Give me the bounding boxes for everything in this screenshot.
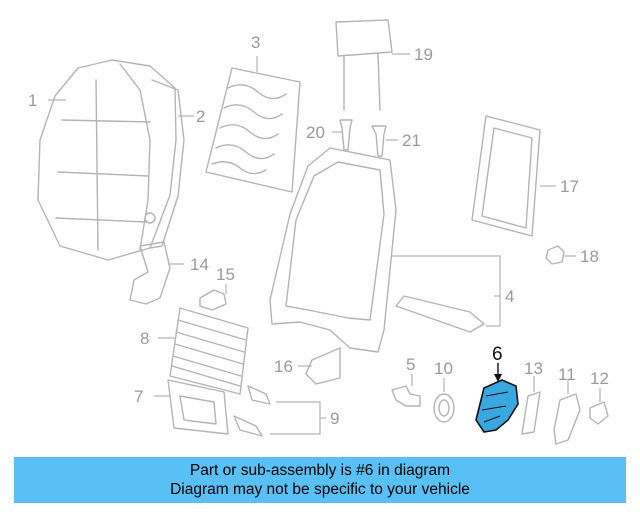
part-21-headrest-guide [371, 125, 398, 157]
banner-line-2: Diagram may not be specific to your vehi… [170, 481, 470, 498]
callout-2: 2 [196, 107, 205, 126]
callout-10: 10 [434, 359, 453, 378]
callout-17: 17 [560, 177, 579, 196]
callout-13: 13 [524, 359, 543, 378]
callout-6: 6 [492, 344, 503, 365]
part-1-seat-back-cushion [37, 59, 177, 261]
banner-line-1: Part or sub-assembly is #6 in diagram [189, 462, 451, 479]
callout-7: 7 [134, 387, 143, 406]
seat-parts-diagram: 1 2 3 4 5 6 7 8 9 10 11 12 13 14 15 16 1… [28, 19, 609, 445]
part-19-headrest [335, 19, 410, 111]
part-17-back-panel [471, 115, 556, 237]
callout-16: 16 [274, 357, 293, 376]
callout-14: 14 [190, 255, 209, 274]
callout-11: 11 [558, 365, 576, 384]
part-9-connectors [233, 385, 326, 437]
part-14-bracket [129, 241, 184, 305]
part-16-trim [298, 347, 341, 385]
part-15-pin [199, 284, 227, 311]
part-13-lever-trim [521, 376, 541, 435]
part-2-seat-back-cover [149, 79, 194, 249]
part-3-heater-pad [205, 56, 301, 193]
callout-3: 3 [251, 33, 260, 52]
info-banner: Part or sub-assembly is #6 in diagram Di… [14, 457, 626, 503]
callout-15: 15 [216, 265, 235, 284]
callout-4: 4 [505, 287, 514, 306]
callout-21: 21 [402, 131, 421, 150]
part-6-cover-highlighted [475, 363, 519, 433]
part-11-lever [553, 380, 581, 445]
callout-9: 9 [330, 409, 339, 428]
callout-8: 8 [140, 329, 149, 348]
callout-1: 1 [28, 91, 37, 110]
part-7-lumbar-actuator [154, 379, 229, 435]
part-8-lumbar-grid [158, 307, 249, 395]
part-4-seat-back-frame [269, 147, 501, 353]
part-12-clip [589, 388, 609, 425]
callout-20: 20 [306, 123, 325, 142]
callout-12: 12 [590, 369, 609, 388]
callout-18: 18 [580, 247, 599, 266]
part-10-knob [433, 378, 455, 423]
part-20-headrest-guide [332, 119, 353, 151]
part-5-bolt [391, 374, 421, 407]
callout-5: 5 [406, 355, 415, 374]
callout-19: 19 [414, 45, 433, 64]
part-18-grommet [545, 245, 576, 265]
